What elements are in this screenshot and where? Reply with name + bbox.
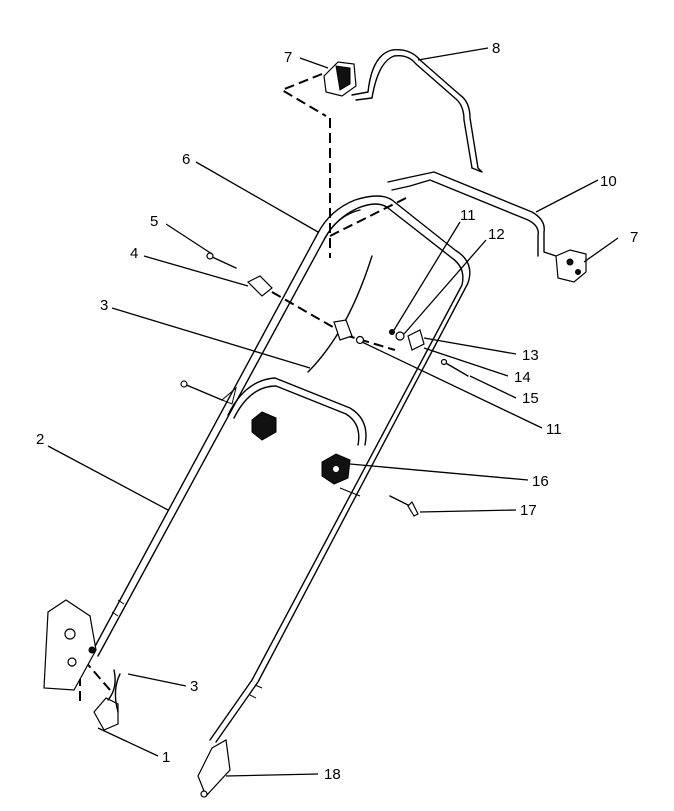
part-8-bail [351, 49, 483, 173]
left-knob [251, 411, 277, 441]
callout-7-top: 7 [284, 49, 292, 66]
callout-11-bottom: 11 [546, 421, 562, 438]
part-10-bail [387, 171, 557, 257]
callout-1: 1 [162, 749, 170, 766]
parts-11-15 [389, 329, 469, 377]
callout-5: 5 [150, 213, 158, 230]
callout-labels: 7 8 6 10 5 11 12 7 4 3 13 14 15 11 2 16 … [36, 40, 638, 783]
part-3-cable-upper [307, 255, 373, 373]
callout-6: 6 [182, 151, 190, 168]
callout-10: 10 [600, 173, 617, 190]
callout-11-top: 11 [460, 207, 476, 224]
callout-17: 17 [520, 502, 537, 519]
part-7-bracket-top [279, 61, 357, 117]
alignment-lines [79, 118, 411, 706]
part-17-bolt [389, 495, 419, 517]
left-bolt [180, 380, 223, 401]
part-16-knob [321, 453, 351, 485]
callout-7-right: 7 [630, 229, 638, 246]
leader-lines [47, 47, 619, 777]
callout-2: 2 [36, 431, 44, 448]
cable-clip [221, 386, 237, 405]
part-1-bracket [43, 599, 119, 731]
callout-15: 15 [522, 390, 539, 407]
part-7-bracket-right [555, 249, 587, 283]
callout-18: 18 [324, 766, 341, 783]
part-18-clip [197, 739, 231, 798]
callout-4: 4 [130, 245, 138, 262]
callout-13: 13 [522, 347, 539, 364]
part-5-screw [206, 252, 237, 269]
callout-8: 8 [492, 40, 500, 57]
callout-3-top: 3 [100, 297, 108, 314]
callout-3-bottom: 3 [190, 678, 198, 695]
callout-14: 14 [514, 369, 531, 386]
callout-12: 12 [488, 226, 505, 243]
callout-16: 16 [532, 473, 549, 490]
part-3-cable-lower [107, 669, 121, 713]
part-4-knob [246, 275, 273, 297]
handle-assembly [91, 195, 471, 743]
